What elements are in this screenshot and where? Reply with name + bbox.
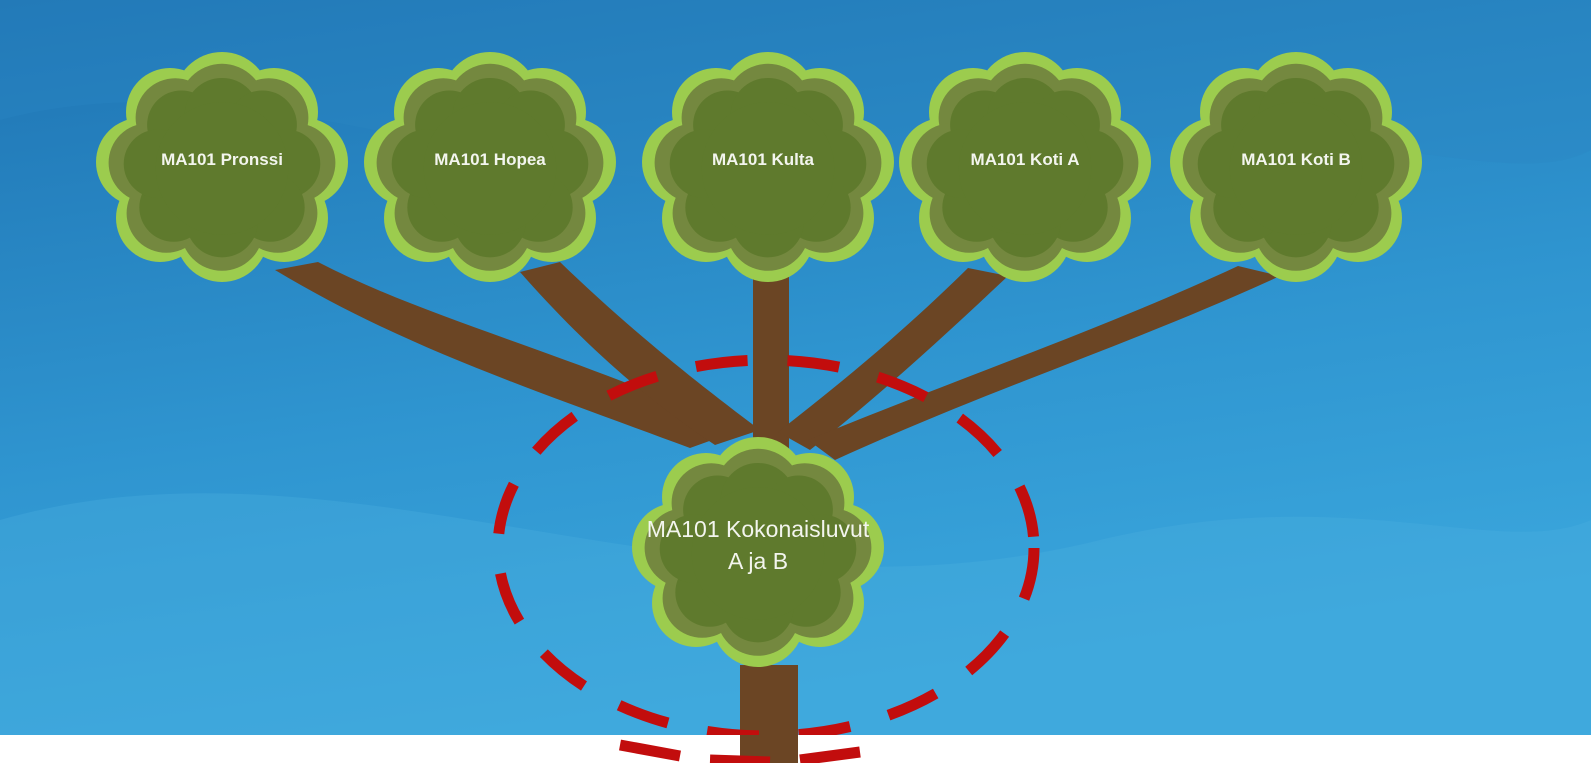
node-kulta[interactable]: MA101 Kulta	[642, 52, 894, 282]
node-label: MA101 Koti A	[971, 150, 1080, 169]
node-kokonaisluvut[interactable]: MA101 Kokonaisluvut A ja B	[632, 437, 884, 667]
node-label: MA101 Pronssi	[161, 150, 283, 169]
branch-kulta	[753, 260, 789, 450]
root-label-line2: A ja B	[728, 548, 788, 574]
branch-pronssi	[275, 262, 740, 448]
node-label: MA101 Koti B	[1241, 150, 1351, 169]
branch-hopea	[520, 262, 760, 445]
highlight-ring	[492, 354, 1040, 742]
branch-koti-b	[808, 266, 1280, 460]
root-label-line1: MA101 Kokonaisluvut	[647, 516, 870, 542]
node-koti-a[interactable]: MA101 Koti A	[899, 52, 1151, 282]
node-label: MA101 Kulta	[712, 150, 815, 169]
node-koti-b[interactable]: MA101 Koti B	[1170, 52, 1422, 282]
branch-koti-a	[778, 268, 1008, 450]
highlight-ring-bottom	[619, 739, 861, 763]
node-hopea[interactable]: MA101 Hopea	[364, 52, 616, 282]
node-label: MA101 Hopea	[434, 150, 546, 169]
node-pronssi[interactable]: MA101 Pronssi	[96, 52, 348, 282]
